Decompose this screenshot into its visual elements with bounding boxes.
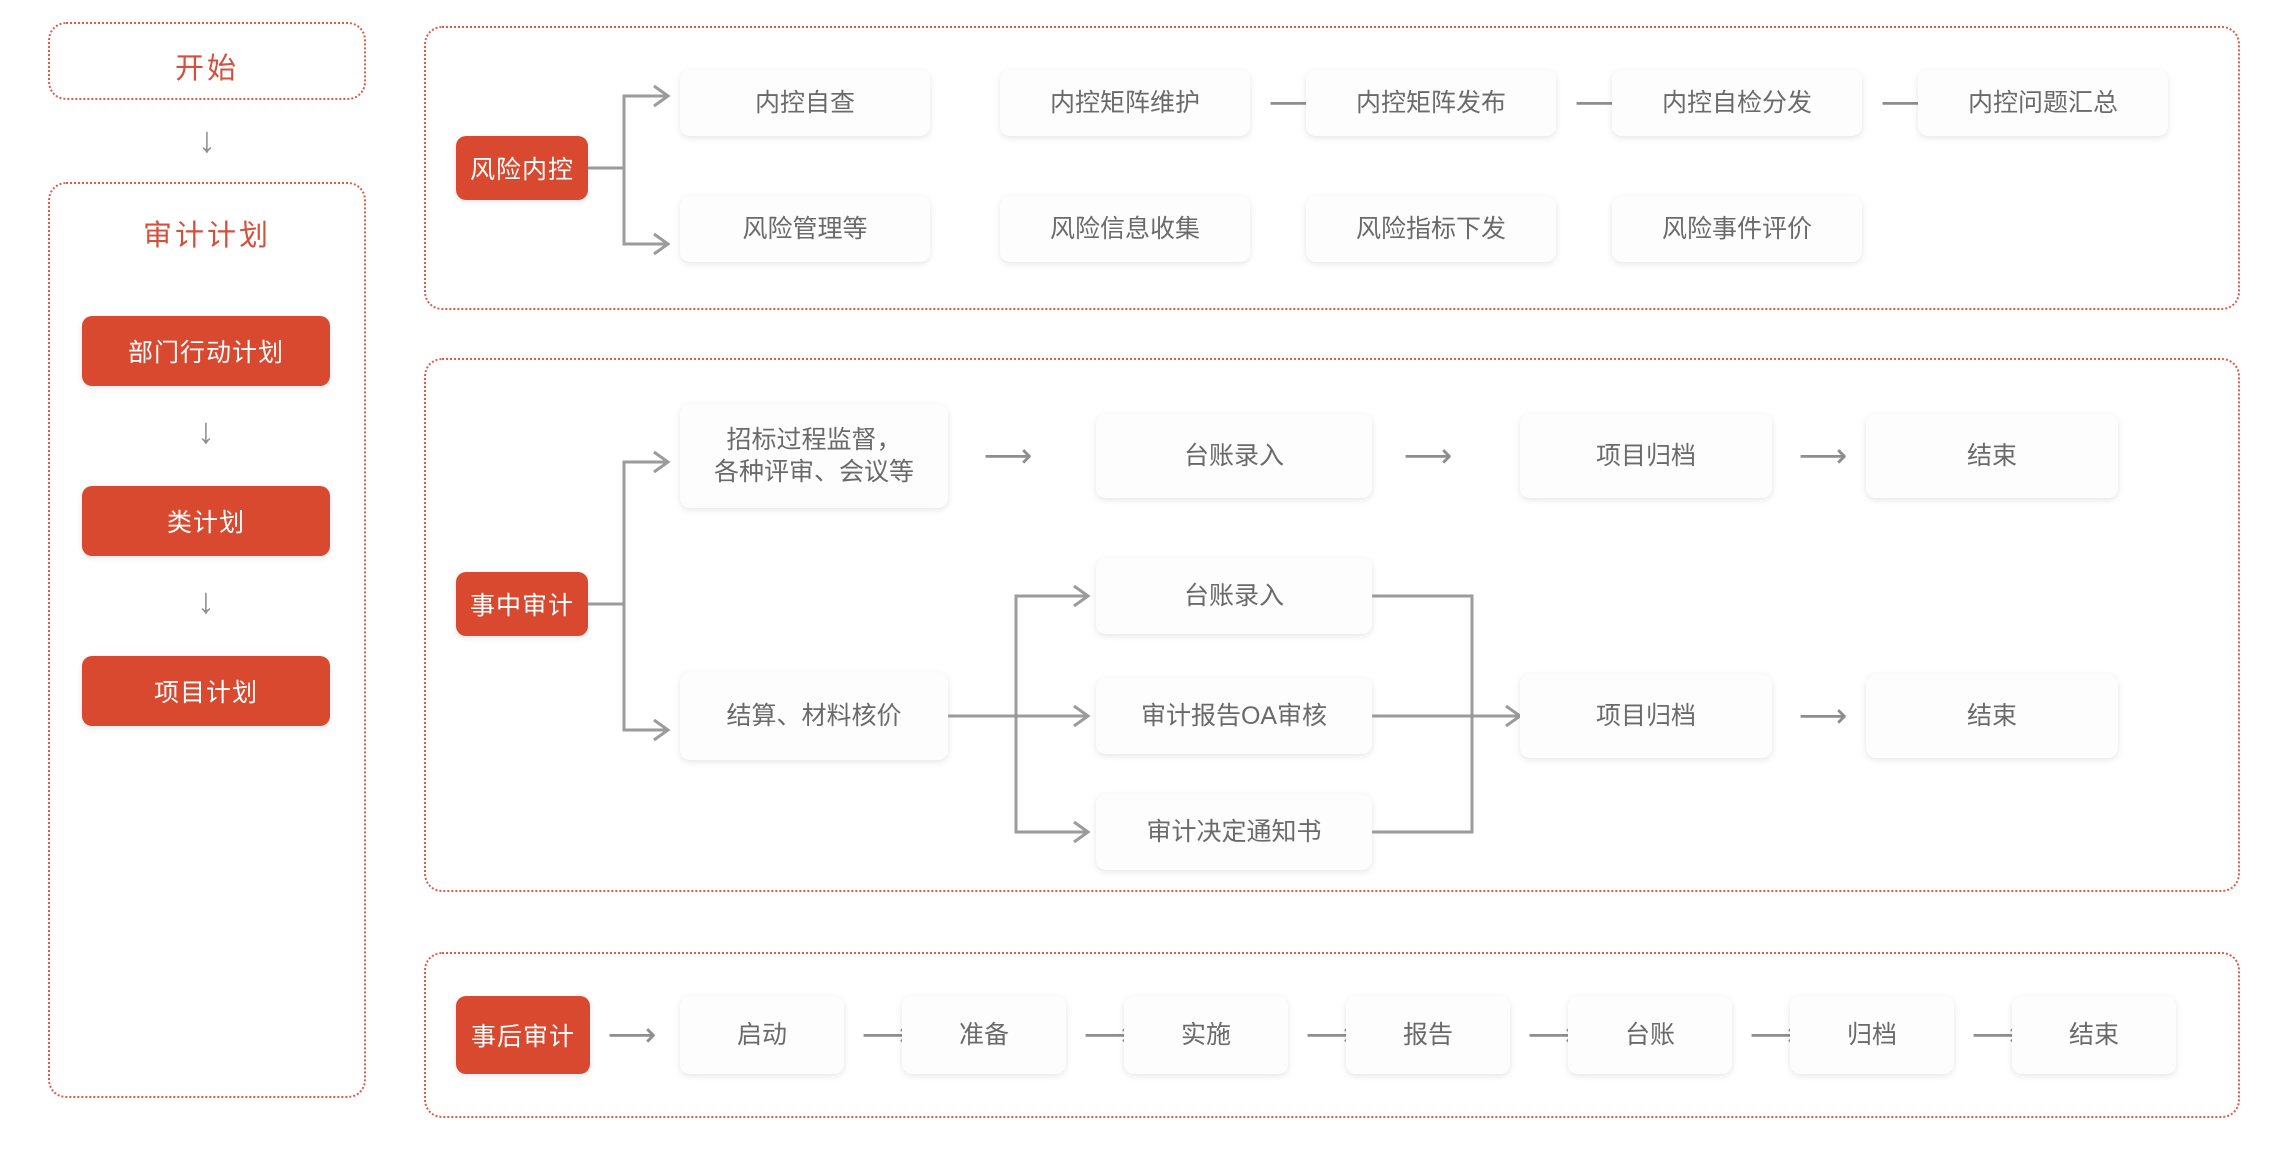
- node-internal-control-self-check[interactable]: 内控自查: [680, 70, 930, 136]
- node-end-top[interactable]: 结束: [1866, 414, 2118, 498]
- node-post-ledger[interactable]: 台账: [1568, 996, 1732, 1074]
- node-post-archive[interactable]: 归档: [1790, 996, 1954, 1074]
- node-internal-control-matrix-release[interactable]: 内控矩阵发布: [1306, 70, 1556, 136]
- plan-step-department[interactable]: 部门行动计划: [82, 316, 330, 386]
- arrow-down-start-to-plan: ↓: [198, 119, 216, 160]
- node-ledger-entry-top[interactable]: 台账录入: [1096, 414, 1372, 498]
- node-bidding-supervision[interactable]: 招标过程监督， 各种评审、会议等: [680, 404, 948, 508]
- chip-during-audit[interactable]: 事中审计: [456, 572, 588, 636]
- node-audit-decision-notice[interactable]: 审计决定通知书: [1096, 794, 1372, 870]
- plan-step-category[interactable]: 类计划: [82, 486, 330, 556]
- node-post-prepare[interactable]: 准备: [902, 996, 1066, 1074]
- node-internal-control-matrix-maintenance[interactable]: 内控矩阵维护: [1000, 70, 1250, 136]
- node-risk-event-evaluation[interactable]: 风险事件评价: [1612, 196, 1862, 262]
- node-post-start[interactable]: 启动: [680, 996, 844, 1074]
- fanout-connector-during-audit: [948, 584, 1091, 844]
- node-post-report[interactable]: 报告: [1346, 996, 1510, 1074]
- node-internal-control-issue-summary[interactable]: 内控问题汇总: [1918, 70, 2168, 136]
- start-title: 开始: [174, 53, 239, 85]
- node-end-bottom[interactable]: 结束: [1866, 674, 2118, 758]
- section-risk-internal-control: [424, 26, 2240, 310]
- node-bidding-supervision-label: 招标过程监督， 各种评审、会议等: [713, 426, 914, 486]
- start-panel: 开始: [48, 22, 366, 100]
- node-project-archive-bottom[interactable]: 项目归档: [1520, 674, 1772, 758]
- merge-connector-during-audit: [1372, 594, 1523, 834]
- arrow-down-category-to-project: ↓: [197, 580, 215, 621]
- arrow-right-da-top-3: ⟶: [1798, 437, 1848, 475]
- node-settlement-material-pricing[interactable]: 结算、材料核价: [680, 672, 948, 760]
- arrow-right-da-top-1: ⟶: [983, 437, 1033, 475]
- node-risk-info-collection[interactable]: 风险信息收集: [1000, 196, 1250, 262]
- node-risk-management-etc[interactable]: 风险管理等: [680, 196, 930, 262]
- arrow-down-department-to-category: ↓: [197, 410, 215, 451]
- branch-connector-risk: [588, 84, 671, 256]
- node-post-end[interactable]: 结束: [2012, 996, 2176, 1074]
- branch-connector-during-audit: [588, 450, 671, 742]
- node-project-archive-top[interactable]: 项目归档: [1520, 414, 1772, 498]
- plan-step-project[interactable]: 项目计划: [82, 656, 330, 726]
- audit-plan-title: 审计计划: [142, 220, 271, 252]
- node-internal-control-self-inspection-distribution[interactable]: 内控自检分发: [1612, 70, 1862, 136]
- node-ledger-entry-branch[interactable]: 台账录入: [1096, 558, 1372, 634]
- arrow-right-da-top-2: ⟶: [1403, 437, 1453, 475]
- node-risk-indicator-issuance[interactable]: 风险指标下发: [1306, 196, 1556, 262]
- chip-post-audit[interactable]: 事后审计: [456, 996, 590, 1074]
- chip-risk-internal-control[interactable]: 风险内控: [456, 136, 588, 200]
- arrow-right-da-bottom-1: ⟶: [1798, 697, 1848, 735]
- node-audit-report-oa-review[interactable]: 审计报告OA审核: [1096, 678, 1372, 754]
- arrow-right-pa-0: ⟶: [607, 1016, 657, 1054]
- node-post-execute[interactable]: 实施: [1124, 996, 1288, 1074]
